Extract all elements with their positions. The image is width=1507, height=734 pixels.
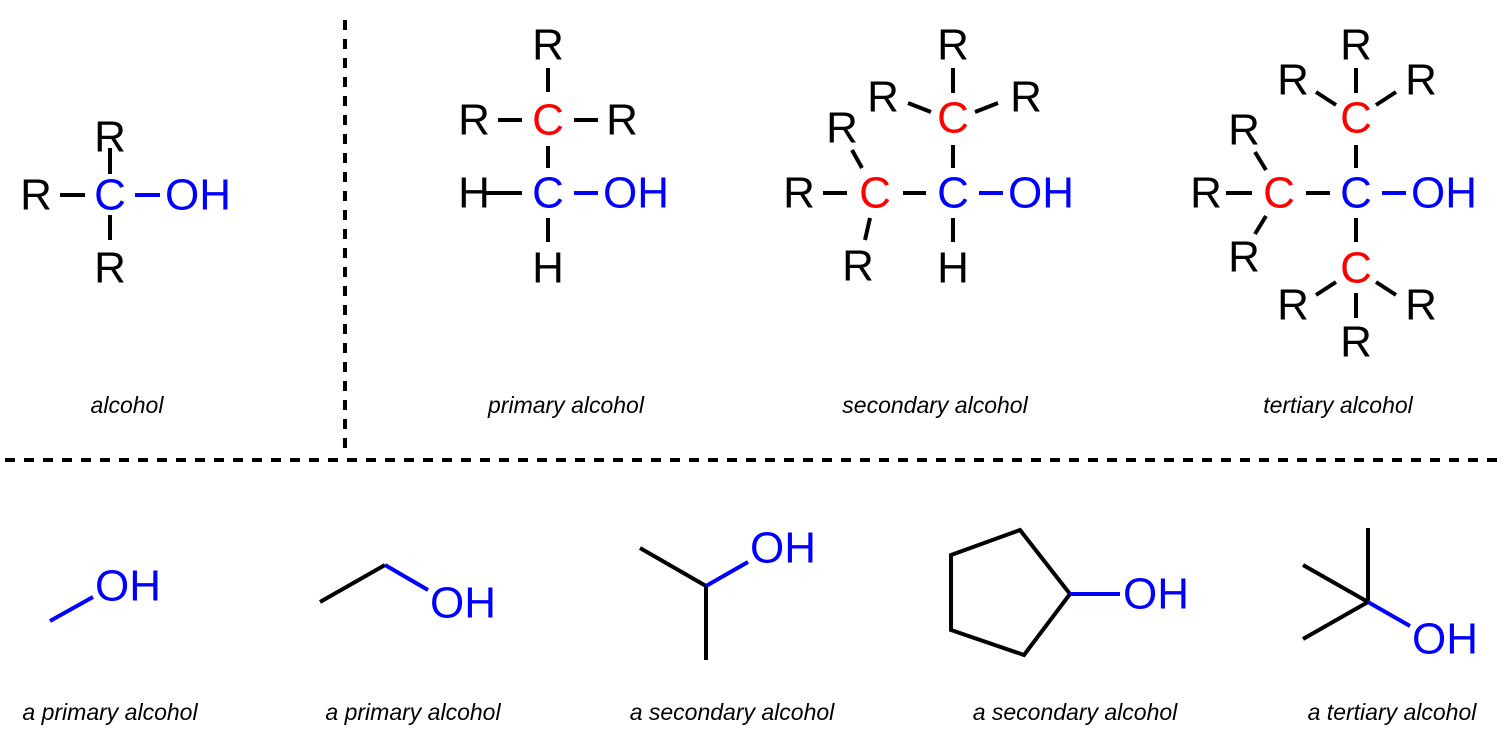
cyclopentane-ring [949, 527, 1073, 658]
atom-r: R [1228, 106, 1260, 155]
bond [907, 101, 932, 114]
atom-r: R [94, 113, 126, 162]
atom-c-alpha: C [859, 169, 891, 218]
atom-c-alpha: C [532, 96, 564, 145]
atom-oh: OH [1411, 169, 1477, 218]
example-methanol: OH [49, 562, 161, 623]
atom-r: R [20, 171, 52, 220]
atom-r: R [1010, 73, 1042, 122]
example-ethanol: OH [319, 563, 496, 628]
atom-oh: OH [603, 169, 669, 218]
atom-c-alpha: C [937, 94, 969, 143]
atom-r: R [826, 104, 858, 153]
atom-r: R [1340, 21, 1372, 70]
bond [1302, 600, 1369, 641]
atom-r: R [1228, 233, 1260, 282]
atom-oh: OH [165, 171, 231, 220]
atom-r: R [1405, 281, 1437, 330]
caption-example-3: a secondary alcohol [630, 699, 835, 725]
atom-r: R [1405, 56, 1437, 105]
bond [1374, 90, 1398, 107]
structure-tertiary-alcohol: R R R C R R C C OH R C R R R [1190, 21, 1477, 367]
atom-r: R [842, 242, 874, 291]
atom-oh: OH [1008, 169, 1074, 218]
atom-c-alpha: C [1340, 94, 1372, 143]
structure-alcohol: R R C OH R [20, 113, 231, 293]
atom-oh: OH [1123, 570, 1189, 619]
atom-oh: OH [430, 579, 496, 628]
atom-h: H [532, 244, 564, 293]
caption-example-2: a primary alcohol [325, 699, 501, 725]
atom-c-alpha: C [1263, 169, 1295, 218]
atom-c: C [532, 169, 564, 218]
atom-r: R [1277, 281, 1309, 330]
atom-r: R [937, 21, 969, 70]
bond [1374, 280, 1398, 297]
bond [974, 101, 999, 114]
atom-r: R [1340, 318, 1372, 367]
atom-c: C [937, 169, 969, 218]
atom-r: R [94, 244, 126, 293]
structure-secondary-alcohol: R R R C R R C C OH R H [783, 21, 1074, 293]
caption-example-5: a tertiary alcohol [1308, 699, 1478, 725]
example-cyclopentanol: OH [949, 527, 1189, 658]
atom-r: R [1190, 169, 1222, 218]
atom-c: C [1340, 169, 1372, 218]
caption-example-1: a primary alcohol [22, 699, 198, 725]
atom-r: R [532, 21, 564, 70]
structure-primary-alcohol: R R C R H C OH H [458, 21, 669, 293]
bond [1253, 214, 1268, 236]
atom-oh: OH [750, 524, 816, 573]
atom-r: R [867, 73, 899, 122]
atom-c: C [94, 171, 126, 220]
atom-oh: OH [1412, 615, 1478, 664]
bond [49, 595, 94, 623]
atom-c-alpha: C [1340, 244, 1372, 293]
atom-r: R [783, 169, 815, 218]
bond [639, 546, 707, 588]
bond [1302, 563, 1369, 604]
atom-oh: OH [95, 562, 161, 611]
bond [1314, 280, 1338, 297]
bond [850, 149, 864, 169]
example-isopropanol: OH [639, 524, 816, 660]
atom-r: R [458, 96, 490, 145]
caption-tertiary-alcohol: tertiary alcohol [1263, 392, 1413, 418]
bond [383, 563, 430, 592]
atom-h: H [937, 244, 969, 293]
atom-r: R [606, 96, 638, 145]
bond [319, 563, 386, 604]
atom-r: R [1277, 56, 1309, 105]
atom-h: H [458, 169, 490, 218]
caption-secondary-alcohol: secondary alcohol [842, 392, 1028, 418]
caption-example-4: a secondary alcohol [973, 699, 1178, 725]
bond [1253, 150, 1268, 172]
bond [705, 560, 749, 588]
example-tert-butanol: OH [1302, 528, 1478, 664]
bond [863, 217, 872, 241]
bond [1314, 90, 1338, 107]
caption-alcohol: alcohol [91, 392, 165, 418]
caption-primary-alcohol: primary alcohol [487, 392, 645, 418]
bond [1367, 600, 1411, 628]
